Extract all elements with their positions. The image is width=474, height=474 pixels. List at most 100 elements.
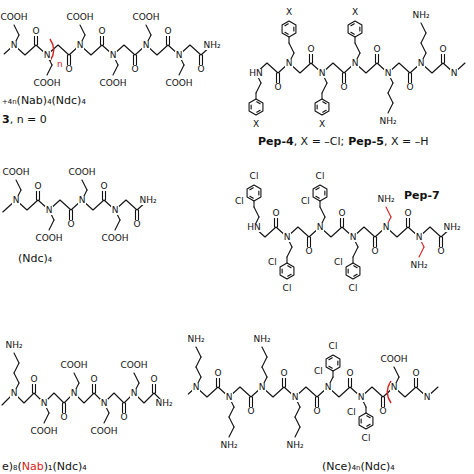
carbonyl-bond — [95, 383, 96, 393]
carbonyl-bond — [34, 35, 35, 45]
nitrogen-atom: N — [258, 383, 267, 392]
carbonyl-bond — [133, 55, 134, 65]
carboxyl-group: COOH — [89, 427, 118, 436]
amine-group: NH₂ — [285, 441, 304, 450]
carbonyl-bond — [103, 35, 104, 45]
carboxyl-group: COOH — [98, 79, 127, 88]
oxygen-atom: O — [378, 407, 387, 416]
nitrogen-atom: N — [100, 399, 109, 408]
repeat-index: n — [56, 60, 64, 69]
carbonyl-bond — [406, 217, 407, 227]
carbonyl-bond — [216, 377, 217, 387]
side-chain-bond — [146, 25, 151, 35]
side-chain-bond — [229, 407, 234, 417]
nitrogen-atom: N — [415, 233, 424, 242]
oxygen-atom: O — [130, 65, 139, 74]
oxygen-atom: O — [403, 209, 412, 218]
amine-group: NH₂ — [411, 11, 430, 20]
ring-double-bond — [282, 269, 283, 273]
side-chain-bond — [104, 413, 109, 423]
carboxyl-group: COOH — [100, 234, 129, 243]
oxygen-atom: O — [132, 220, 141, 229]
amide-group: NH₂ — [202, 41, 221, 50]
side-chain-bond — [355, 43, 360, 53]
oxygen-atom: O — [273, 83, 282, 92]
oxygen-atom: O — [279, 369, 288, 378]
carboxyl-group: COOH — [119, 361, 148, 370]
carbonyl-bond — [343, 217, 344, 227]
nitrogen-atom: N — [382, 223, 391, 232]
chlorine-atom: Cl — [346, 408, 357, 417]
carbonyl-bond — [39, 190, 40, 200]
chlorine-atom: Cl — [234, 197, 245, 206]
compound-label: 3 — [2, 114, 10, 125]
benzene-ring — [326, 355, 340, 371]
ring-double-bond — [288, 266, 291, 268]
side-chain-bond — [295, 407, 300, 417]
oxygen-atom: O — [345, 369, 354, 378]
carboxyl-group: COOH — [1, 168, 30, 177]
side-chain-bond — [255, 93, 256, 99]
nitrogen-atom: N — [10, 41, 19, 50]
chlorine-atom: Cl — [315, 172, 326, 181]
compound-label: Pep-4 — [258, 136, 294, 147]
carboxyl-group: COOH — [0, 13, 29, 22]
compound-label: Nab — [22, 461, 44, 472]
ring-double-bond — [329, 366, 332, 368]
carboxyl-group: COOH — [164, 79, 193, 88]
side-chain-bond — [14, 363, 19, 373]
ring-double-bond — [337, 361, 338, 365]
ring-double-bond — [354, 266, 357, 268]
carbonyl-bond — [277, 217, 278, 227]
ring-double-bond — [316, 196, 319, 198]
amine-group: NH₂ — [376, 195, 395, 204]
benzene-ring — [346, 263, 360, 279]
nitrogen-atom: HN — [248, 69, 264, 78]
side-chain-bond — [421, 33, 426, 43]
side-chain-bond — [352, 257, 353, 263]
side-chain-bond — [82, 180, 87, 190]
oxygen-atom: O — [196, 65, 205, 74]
carbonyl-bond — [318, 397, 319, 407]
side-chain-bond — [44, 413, 49, 423]
nitrogen-atom: N — [390, 383, 399, 392]
side-chain-bond — [365, 407, 366, 413]
nitrogen-atom: N — [225, 393, 234, 402]
compound-label: )₁(Ndc)₄ — [44, 461, 87, 472]
side-chain-bond — [262, 347, 267, 357]
carbonyl-bond — [408, 73, 409, 83]
side-chain-bond — [16, 180, 21, 190]
side-chain-bond — [288, 37, 289, 43]
carbonyl-bond — [340, 217, 341, 227]
nitrogen-atom: N — [450, 69, 459, 78]
substituent-label: X — [285, 8, 293, 17]
carbonyl-bond — [342, 73, 343, 83]
side-chain-bond — [74, 373, 79, 383]
ring-double-bond — [293, 27, 294, 31]
side-chain-bond — [115, 220, 120, 230]
carboxyl-group: COOH — [67, 168, 96, 177]
carbonyl-bond — [92, 383, 93, 393]
chlorine-atom: Cl — [300, 197, 311, 206]
nitrogen-atom: N — [291, 393, 300, 402]
carboxyl-group: COOH — [34, 234, 63, 243]
nitrogen-atom: N — [10, 389, 19, 398]
carbonyl-bond — [312, 53, 313, 63]
oxygen-atom: O — [163, 27, 172, 36]
carbonyl-bond — [37, 35, 38, 45]
side-chain-bond — [321, 93, 322, 99]
side-chain-bond — [295, 417, 300, 427]
compound-label: , n = 0 — [10, 114, 47, 125]
benzene-ring — [348, 21, 362, 37]
carbonyl-bond — [442, 237, 443, 247]
carbonyl-bond — [219, 377, 220, 387]
ring-double-bond — [351, 32, 354, 34]
nitrogen-atom: N — [351, 59, 360, 68]
oxygen-atom: O — [370, 247, 379, 256]
side-chain-bond — [47, 65, 52, 75]
substituent-label: X — [351, 8, 359, 17]
oxygen-atom: O — [436, 247, 445, 256]
side-chain-bond — [14, 373, 19, 383]
side-chain-bond — [419, 247, 424, 257]
